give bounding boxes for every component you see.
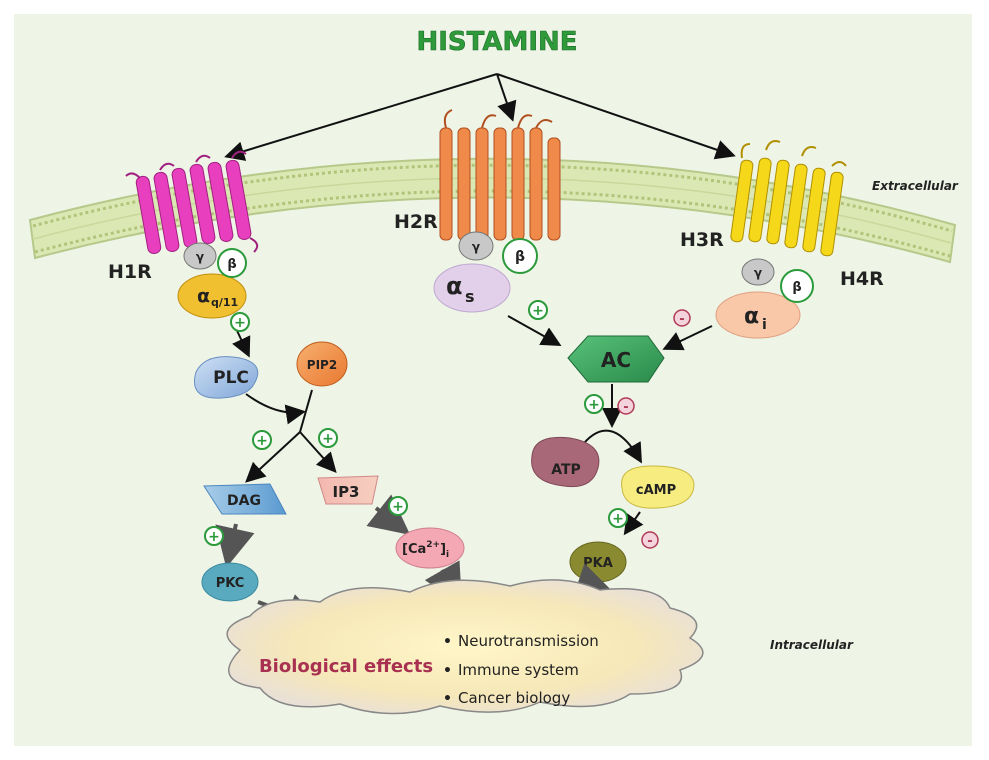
arrow-plc-to-pip2: [245, 393, 306, 425]
plus-sign-alpha-s: +: [532, 303, 544, 319]
plc-shape: [194, 356, 259, 399]
alpha-s-label: α: [446, 272, 463, 300]
effects-item-2: Immune system: [458, 661, 579, 679]
plus-sign-alpha-q: +: [234, 315, 246, 331]
effects-bullet-1: •: [443, 634, 452, 650]
arrow-ip3-to-ca: [366, 494, 411, 535]
g-protein-h3: [715, 258, 814, 339]
h1r-receptor: [125, 150, 259, 254]
arrow-alpha-s-to-ac: [507, 315, 562, 346]
atp-label: ATP: [551, 462, 581, 478]
arrow-dag-to-pkc: [215, 523, 255, 568]
plus-sign-dag-pkc: +: [208, 529, 220, 545]
pkc-label: PKC: [216, 576, 245, 591]
pip2-label: PIP2: [307, 358, 337, 372]
sign-markers: [204, 300, 691, 549]
camp-label: cAMP: [636, 483, 676, 498]
plus-sign-ip3-branch: +: [322, 431, 334, 447]
arrow-atp-to-camp: [579, 429, 643, 464]
gamma-h1: γ: [196, 250, 204, 264]
alpha-s-subscript: s: [465, 287, 475, 306]
atp-shape: [531, 436, 600, 488]
beta-h3: β: [792, 280, 801, 295]
effects-title: Biological effects: [259, 656, 433, 677]
ac-label: AC: [601, 348, 631, 372]
effects-item-1: Neurotransmission: [458, 632, 599, 650]
ac-shape: [567, 335, 665, 383]
extracellular-label: Extracellular: [872, 179, 959, 193]
effects-bullet-2: •: [443, 663, 452, 679]
ca-label: [Ca2+]i: [402, 540, 449, 560]
alpha-q-subscript: q/11: [211, 296, 238, 309]
h4r-label: H4R: [840, 268, 884, 290]
minus-sign-camp: -: [647, 534, 652, 549]
pka-label: PKA: [583, 556, 613, 571]
h3r-label: H3R: [680, 229, 724, 251]
effects-cloud: [226, 579, 704, 715]
minus-sign-alpha-i: -: [679, 312, 684, 327]
h3r-h4r-receptor: [730, 140, 847, 257]
alpha-q-label: α: [197, 285, 210, 307]
plus-sign-ac: +: [588, 397, 600, 413]
arrow-alpha-i-to-ac: [662, 325, 713, 351]
g-protein-h2: [433, 231, 538, 313]
plus-sign-dag-branch: +: [256, 433, 268, 449]
arrow-to-dag: [245, 431, 301, 483]
plus-sign-ip3-ca: +: [392, 499, 404, 515]
gamma-h2: γ: [472, 240, 480, 254]
arrow-to-ip3: [299, 431, 337, 473]
g-protein-h1: [177, 242, 247, 319]
minus-sign-ac: -: [623, 400, 628, 415]
gamma-h3: γ: [754, 266, 762, 280]
dag-shape: [203, 483, 287, 515]
intracellular-label: Intracellular: [770, 638, 854, 652]
beta-h1: β: [227, 257, 236, 272]
dag-label: DAG: [227, 493, 261, 509]
alpha-i-subscript: i: [762, 317, 767, 333]
h2r-receptor: [439, 109, 561, 241]
ip3-label: IP3: [332, 483, 359, 501]
histamine-arrows: [224, 73, 736, 161]
pip2-split-stem: [299, 389, 313, 433]
beta-h2: β: [515, 249, 525, 265]
h1r-label: H1R: [108, 261, 152, 283]
title: HISTAMINE: [416, 27, 577, 57]
alpha-i-label: α: [744, 304, 759, 329]
h2r-label: H2R: [394, 211, 438, 233]
effects-item-3: Cancer biology: [458, 689, 570, 707]
camp-shape: [621, 465, 695, 509]
pip2-shape: [296, 341, 348, 387]
plus-sign-camp: +: [612, 511, 624, 527]
plc-label: PLC: [213, 368, 249, 388]
effects-bullet-3: •: [443, 691, 452, 707]
pkc-shape: [201, 562, 259, 602]
arrow-camp-to-pka: [623, 511, 644, 536]
